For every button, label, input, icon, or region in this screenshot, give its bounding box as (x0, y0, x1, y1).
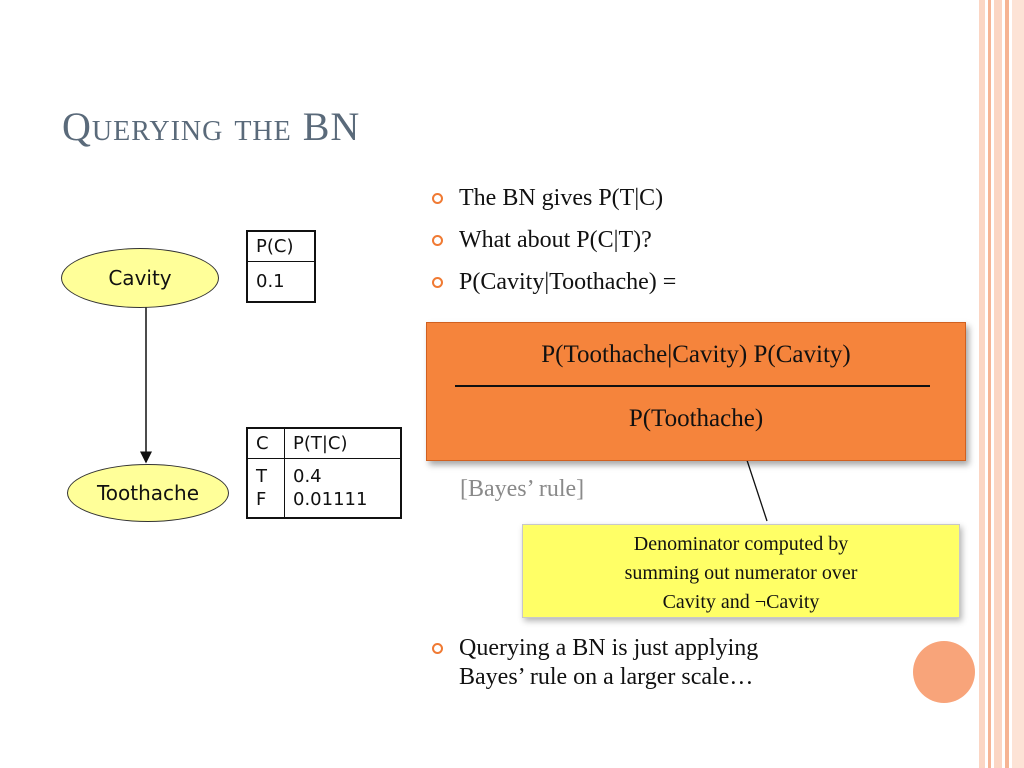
decor-stripe-1 (979, 0, 985, 768)
decor-stripe-5 (1012, 0, 1024, 768)
bullet-item: What about P(C|T)? (432, 226, 852, 255)
table-row: 0.1 (246, 261, 316, 303)
slide-title: Querying the BN (62, 104, 361, 149)
cpt-row-value-t: T (256, 466, 267, 487)
cpt-toothache-values: T F (246, 458, 285, 519)
cpt-toothache-probs: 0.4 0.01111 (284, 458, 402, 519)
node-cavity: Cavity (61, 248, 219, 308)
bullet-item: P(Cavity|Toothache) = (432, 268, 852, 297)
bullet-text: What about P(C|T)? (459, 227, 652, 253)
bullet-text-line-2: Bayes’ rule on a larger scale… (459, 664, 754, 690)
node-toothache: Toothache (67, 464, 229, 522)
bullet-text: P(Cavity|Toothache) = (459, 269, 677, 295)
callout-line-2: summing out numerator over (624, 562, 858, 584)
bullet-item: The BN gives P(T|C) (432, 184, 852, 213)
cpt-cavity-header: P(C) (246, 230, 316, 262)
formula-denominator: P(Toothache) (628, 405, 764, 432)
callout-line-3: Cavity and ¬Cavity (662, 591, 820, 613)
table-row: P(C) (246, 230, 316, 262)
node-toothache-label: Toothache (96, 481, 200, 505)
denominator-callout: Denominator computed by summing out nume… (522, 524, 960, 618)
bullet-circle-icon (432, 235, 443, 246)
cpt-toothache-header-c: C (246, 427, 285, 459)
cpt-toothache-header-p: P(T|C) (284, 427, 402, 459)
decor-stripe-2 (988, 0, 991, 768)
bullet-item-conclusion: Querying a BN is just applying Bayes’ ru… (432, 634, 929, 692)
cpt-row-prob-f: 0.01111 (293, 489, 368, 510)
bayes-rule-label: [Bayes’ rule] (460, 476, 585, 502)
fraction-line (455, 385, 930, 387)
decor-stripe-3 (994, 0, 1002, 768)
cpt-toothache-table: C P(T|C) T F 0.4 0.01111 (246, 427, 402, 519)
bullet-circle-icon (432, 643, 443, 654)
table-row: T F 0.4 0.01111 (246, 458, 402, 519)
bullet-list: The BN gives P(T|C) What about P(C|T)? P… (432, 184, 852, 310)
table-row: C P(T|C) (246, 427, 402, 459)
bayes-formula-box: P(Toothache|Cavity) P(Cavity) P(Toothach… (426, 322, 966, 461)
formula-numerator: P(Toothache|Cavity) P(Cavity) (541, 341, 851, 368)
cpt-cavity-value: 0.1 (246, 261, 316, 303)
cpt-row-value-f: F (256, 489, 267, 510)
decor-circle (913, 641, 975, 703)
decor-stripe-4 (1005, 0, 1009, 768)
bullet-circle-icon (432, 277, 443, 288)
bullet-text-line-1: Querying a BN is just applying (459, 635, 759, 661)
bullet-circle-icon (432, 193, 443, 204)
cpt-cavity-table: P(C) 0.1 (246, 230, 316, 303)
bullet-text: The BN gives P(T|C) (459, 185, 664, 211)
cpt-row-prob-t: 0.4 (293, 466, 322, 487)
callout-line-1: Denominator computed by (633, 533, 849, 555)
node-cavity-label: Cavity (108, 266, 172, 290)
